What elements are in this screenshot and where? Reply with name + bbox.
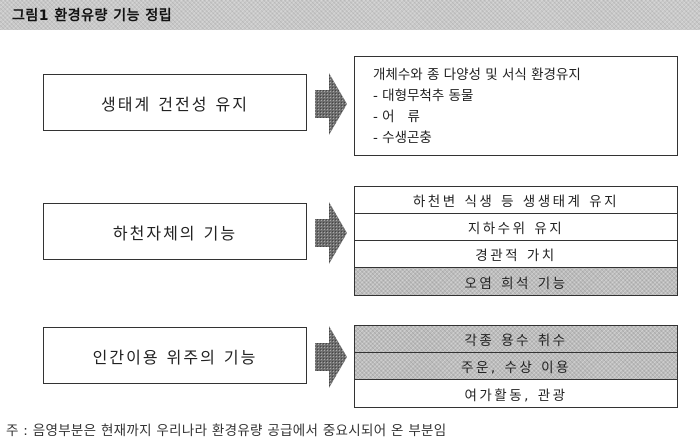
right-arrow-icon xyxy=(315,326,347,388)
detail-box-ecosystem: 개체수와 종 다양성 및 서식 환경유지 - 대형무척추 동물 - 어 류 - … xyxy=(354,56,678,156)
function-row-shaded: 오염 희석 기능 xyxy=(355,268,677,295)
figure-title: 그림1 환경유량 기능 정립 xyxy=(12,8,173,24)
function-row: 경관적 가치 xyxy=(355,241,677,268)
right-arrow-icon xyxy=(315,73,347,135)
detail-heading: 개체수와 종 다양성 및 서식 환경유지 xyxy=(373,67,581,83)
footnote: 주 : 음영부분은 현재까지 우리나라 환경유량 공급에서 중요시되어 온 부분… xyxy=(6,423,447,439)
category-box-river-function: 하천자체의 기능 xyxy=(43,203,307,260)
function-row-shaded: 각종 용수 취수 xyxy=(355,326,677,353)
detail-item: - 수생곤충 xyxy=(373,130,432,146)
detail-stack-river-function: 하천변 식생 등 생생태계 유지 지하수위 유지 경관적 가치 오염 희석 기능 xyxy=(354,186,678,296)
detail-item: - 어 류 xyxy=(373,109,420,125)
right-arrow-icon xyxy=(315,202,347,264)
function-row: 하천변 식생 등 생생태계 유지 xyxy=(355,187,677,214)
detail-stack-human-use: 각종 용수 취수 주운, 수상 이용 여가활동, 관광 xyxy=(354,325,678,408)
function-row-shaded: 주운, 수상 이용 xyxy=(355,353,677,380)
detail-item: - 대형무척추 동물 xyxy=(373,88,474,104)
category-box-human-use: 인간이용 위주의 기능 xyxy=(43,327,307,384)
figure-title-bar: 그림1 환경유량 기능 정립 xyxy=(0,0,700,30)
function-row: 여가활동, 관광 xyxy=(464,387,568,404)
category-box-ecosystem: 생태계 건전성 유지 xyxy=(43,74,307,131)
function-row: 지하수위 유지 xyxy=(355,214,677,241)
